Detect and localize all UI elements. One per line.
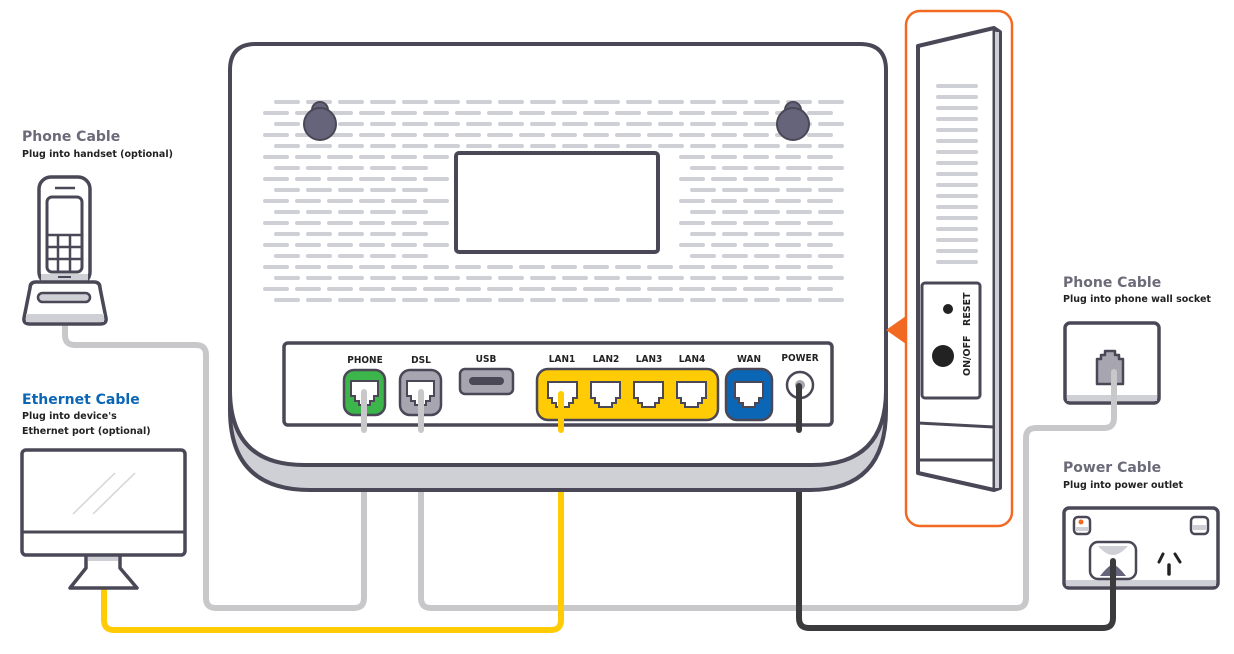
wall-socket-callout: Phone Cable Plug into phone wall socket bbox=[1063, 275, 1211, 405]
router-ports bbox=[342, 367, 815, 422]
side-vents bbox=[936, 84, 978, 264]
cables bbox=[62, 322, 1117, 633]
port-label-wan: WAN bbox=[737, 354, 761, 365]
dsl-cable-wall-socket bbox=[418, 367, 1117, 611]
port-lan2[interactable] bbox=[590, 381, 621, 408]
onoff-label: ON/OFF bbox=[962, 335, 973, 376]
reset-button[interactable] bbox=[943, 304, 953, 314]
port-wan[interactable] bbox=[724, 367, 774, 422]
port-label-lan2: LAN2 bbox=[593, 354, 619, 365]
computer-callout-title: Ethernet Cable bbox=[22, 392, 140, 408]
computer-callout-subtitle-2: Ethernet port (optional) bbox=[22, 426, 151, 437]
computer-callout-subtitle-1: Plug into device's bbox=[22, 411, 117, 422]
outlet-empty-socket bbox=[1157, 552, 1182, 576]
router-label-window bbox=[454, 151, 660, 254]
lan-ports bbox=[547, 381, 707, 408]
side-view-pointer bbox=[886, 316, 906, 344]
power-cable bbox=[796, 387, 1116, 631]
power-outlet-icon bbox=[1062, 506, 1220, 590]
handset-callout-title: Phone Cable bbox=[22, 129, 120, 145]
router-back-view bbox=[228, 42, 888, 492]
port-label-lan4: LAN4 bbox=[679, 354, 705, 365]
port-usb[interactable] bbox=[458, 367, 515, 396]
port-label-usb: USB bbox=[476, 354, 497, 365]
cordless-phone-icon bbox=[22, 175, 108, 326]
side-button-panel bbox=[920, 281, 982, 400]
power-outlet-callout-subtitle: Plug into power outlet bbox=[1063, 480, 1184, 491]
port-lan3[interactable] bbox=[633, 381, 664, 408]
port-label-lan1: LAN1 bbox=[549, 354, 575, 365]
wall-mount-hole-right bbox=[776, 101, 810, 141]
wall-socket-callout-title: Phone Cable bbox=[1063, 275, 1161, 291]
handset-callout-subtitle: Plug into handset (optional) bbox=[22, 149, 173, 160]
port-lan4[interactable] bbox=[676, 381, 707, 408]
desktop-monitor-icon bbox=[20, 448, 187, 590]
port-label-power: POWER bbox=[781, 353, 818, 364]
port-label-phone: PHONE bbox=[347, 355, 382, 366]
onoff-button[interactable] bbox=[932, 345, 954, 367]
handset-callout: Phone Cable Plug into handset (optional) bbox=[22, 129, 173, 326]
port-labels: PHONE DSL USB LAN1 LAN2 LAN3 LAN4 WAN PO… bbox=[347, 353, 818, 366]
router-vents bbox=[263, 100, 844, 302]
power-outlet-callout-title: Power Cable bbox=[1063, 460, 1161, 476]
port-label-dsl: DSL bbox=[411, 355, 431, 366]
computer-callout: Ethernet Cable Plug into device's Ethern… bbox=[20, 392, 187, 590]
outlet-switch-left[interactable] bbox=[1072, 515, 1092, 536]
outlet-switch-right[interactable] bbox=[1189, 515, 1210, 536]
power-outlet-callout: Power Cable Plug into power outlet bbox=[1062, 460, 1220, 590]
router-side-view: RESET ON/OFF bbox=[886, 9, 1014, 528]
reset-label: RESET bbox=[962, 292, 973, 326]
phone-cable-handset bbox=[62, 322, 367, 611]
wall-socket-callout-subtitle: Plug into phone wall socket bbox=[1063, 294, 1211, 305]
wall-mount-hole-left bbox=[303, 101, 337, 141]
ethernet-cable-lan1 bbox=[101, 395, 564, 633]
port-group-lan bbox=[535, 367, 720, 422]
port-label-lan3: LAN3 bbox=[636, 354, 662, 365]
